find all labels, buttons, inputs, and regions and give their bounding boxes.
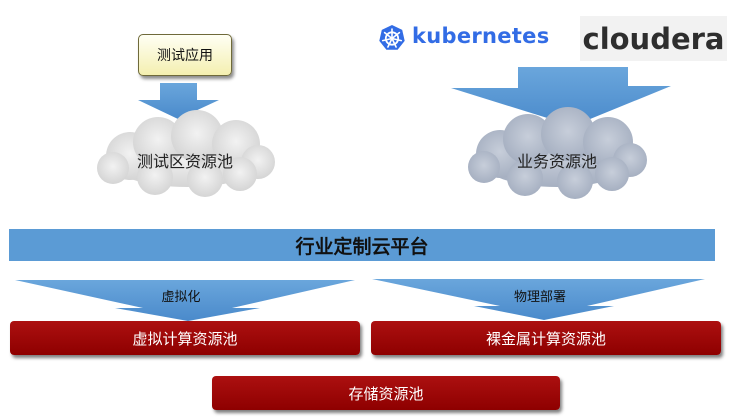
cloudera-logo: cloudera xyxy=(580,16,727,61)
test-app-label: 测试应用 xyxy=(157,48,213,64)
bare-metal-compute-pool: 裸金属计算资源池 xyxy=(371,321,721,355)
business-down-arrow xyxy=(451,67,671,126)
kubernetes-logo: kubernetes xyxy=(378,23,549,53)
storage-pool: 存储资源池 xyxy=(212,376,560,410)
cloudera-wordmark: cloudera xyxy=(582,21,725,56)
physical-deploy-label: 物理部署 xyxy=(513,289,566,305)
test-app-down-arrow xyxy=(138,83,219,119)
virtualization-label: 虚拟化 xyxy=(161,289,201,305)
platform-label: 行业定制云平台 xyxy=(295,235,429,258)
test-app-box: 测试应用 xyxy=(138,34,232,76)
storage-pool-label: 存储资源池 xyxy=(348,384,424,403)
business-pool-cloud xyxy=(468,107,647,199)
kubernetes-wheel-icon xyxy=(379,25,405,50)
bare-metal-compute-pool-label: 裸金属计算资源池 xyxy=(485,329,606,348)
virtual-compute-pool-label: 虚拟计算资源池 xyxy=(132,329,238,348)
kubernetes-wordmark: kubernetes xyxy=(412,24,550,48)
physical-deploy-arrow xyxy=(372,279,705,320)
business-pool-label: 业务资源池 xyxy=(516,152,597,171)
virtualization-arrow xyxy=(15,280,355,321)
platform-bar: 行业定制云平台 xyxy=(9,229,715,261)
test-pool-label: 测试区资源池 xyxy=(136,152,233,171)
virtual-compute-pool: 虚拟计算资源池 xyxy=(10,321,360,355)
test-pool-cloud xyxy=(97,110,275,197)
